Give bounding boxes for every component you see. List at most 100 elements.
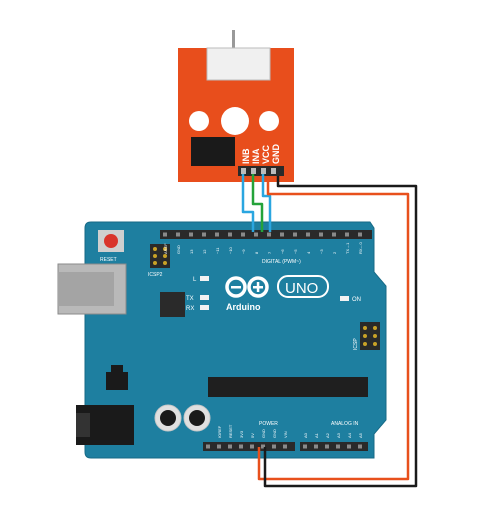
header-pin	[239, 444, 243, 449]
digital-label: DIGITAL (PWM~)	[262, 259, 301, 265]
pin-label: ~9	[241, 249, 246, 254]
icsp-header	[360, 322, 380, 350]
icsp2-header	[150, 244, 170, 268]
power-header-pins	[206, 444, 287, 449]
pin-label: ~3	[319, 249, 324, 254]
pin-label: IOREF	[217, 425, 222, 438]
pin-label: VIN	[283, 431, 288, 438]
digital-header-pins	[163, 232, 362, 237]
header-pin	[189, 232, 193, 237]
regulator-tab	[111, 365, 123, 373]
header-pin	[241, 232, 245, 237]
header-pin	[228, 232, 232, 237]
pin-label: 13	[189, 249, 194, 254]
pin-label: A1	[314, 432, 319, 438]
pin-label-vcc: VCC	[261, 144, 271, 164]
motor-shaft	[232, 30, 235, 50]
pin-label: GND	[261, 429, 266, 438]
wires	[241, 174, 418, 488]
header-pin	[303, 444, 307, 449]
led-on-label: ON	[352, 297, 361, 303]
header-pin	[293, 232, 297, 237]
reset-button[interactable]	[104, 234, 118, 248]
header-pin	[261, 444, 265, 449]
mount-hole-left	[189, 111, 209, 131]
header-pin	[358, 444, 362, 449]
driver-chip	[191, 137, 235, 166]
pin-label-gnd: GND	[271, 144, 281, 165]
header-pin	[336, 444, 340, 449]
pin-label: RX←0	[358, 241, 363, 254]
pin-label-ina: INA	[251, 148, 261, 164]
brand-label: Arduino	[226, 302, 261, 312]
pin-label: ~11	[215, 247, 220, 254]
usb-chip	[160, 292, 185, 317]
header-pin	[202, 232, 206, 237]
digital-header	[160, 230, 372, 239]
pin-label: A0	[303, 432, 308, 438]
led-l	[200, 276, 209, 281]
mount-hole-center	[221, 107, 249, 135]
motor-body	[206, 47, 271, 81]
header-pin	[345, 232, 349, 237]
fan-module: INB INA VCC GND	[178, 30, 294, 182]
pin-label: 7	[267, 251, 272, 254]
pin-label: A3	[336, 432, 341, 438]
pin-label: 2	[332, 251, 337, 254]
pin-label: 4	[306, 251, 311, 254]
pin-label: ~5	[293, 249, 298, 254]
led-rx	[200, 305, 209, 310]
header-pin	[283, 444, 287, 449]
wire-vcc	[257, 176, 410, 481]
header-pin	[250, 444, 254, 449]
header-pin	[306, 232, 310, 237]
header-pin	[176, 232, 180, 237]
board-pcb	[84, 221, 387, 459]
led-on	[340, 296, 349, 301]
mount-hole-right	[259, 111, 279, 131]
header-pin	[228, 444, 232, 449]
icsp2-label: ICSP2	[148, 272, 163, 278]
uno-label: UNO	[285, 280, 318, 297]
header-pin	[314, 444, 318, 449]
header-pin	[254, 232, 258, 237]
wire-vcc-top	[261, 174, 272, 232]
uno-badge	[277, 275, 329, 298]
arduino-logo	[225, 276, 269, 298]
header-pin	[217, 444, 221, 449]
pin-label: 3V3	[239, 430, 244, 438]
usb-inner	[58, 272, 114, 306]
header-pin	[280, 232, 284, 237]
pin-label: ~6	[280, 249, 285, 254]
wire-ina	[251, 174, 264, 232]
analog-header	[300, 442, 368, 451]
wire-inb	[241, 174, 255, 232]
pin-label: GND	[176, 245, 181, 254]
led-tx-label: TX	[186, 296, 194, 302]
reset-label: RESET	[100, 257, 117, 263]
header-pin	[272, 444, 276, 449]
led-rx-label: RX	[186, 306, 194, 312]
header-pin	[267, 232, 271, 237]
header-pin	[347, 444, 351, 449]
header-pin	[163, 232, 167, 237]
power-jack-front	[76, 413, 90, 437]
module-pin	[271, 168, 276, 174]
pin-label: ~10	[228, 246, 233, 254]
module-pin	[241, 168, 246, 174]
header-pin	[325, 444, 329, 449]
power-label: POWER	[259, 421, 278, 427]
pin-label: 5V	[250, 433, 255, 438]
capacitors	[154, 404, 211, 432]
led-tx	[200, 295, 209, 300]
header-pin	[206, 444, 210, 449]
analog-label: ANALOG IN	[331, 421, 359, 427]
module-pin	[261, 168, 266, 174]
pin-label: RESET	[228, 424, 233, 438]
header-pin	[215, 232, 219, 237]
